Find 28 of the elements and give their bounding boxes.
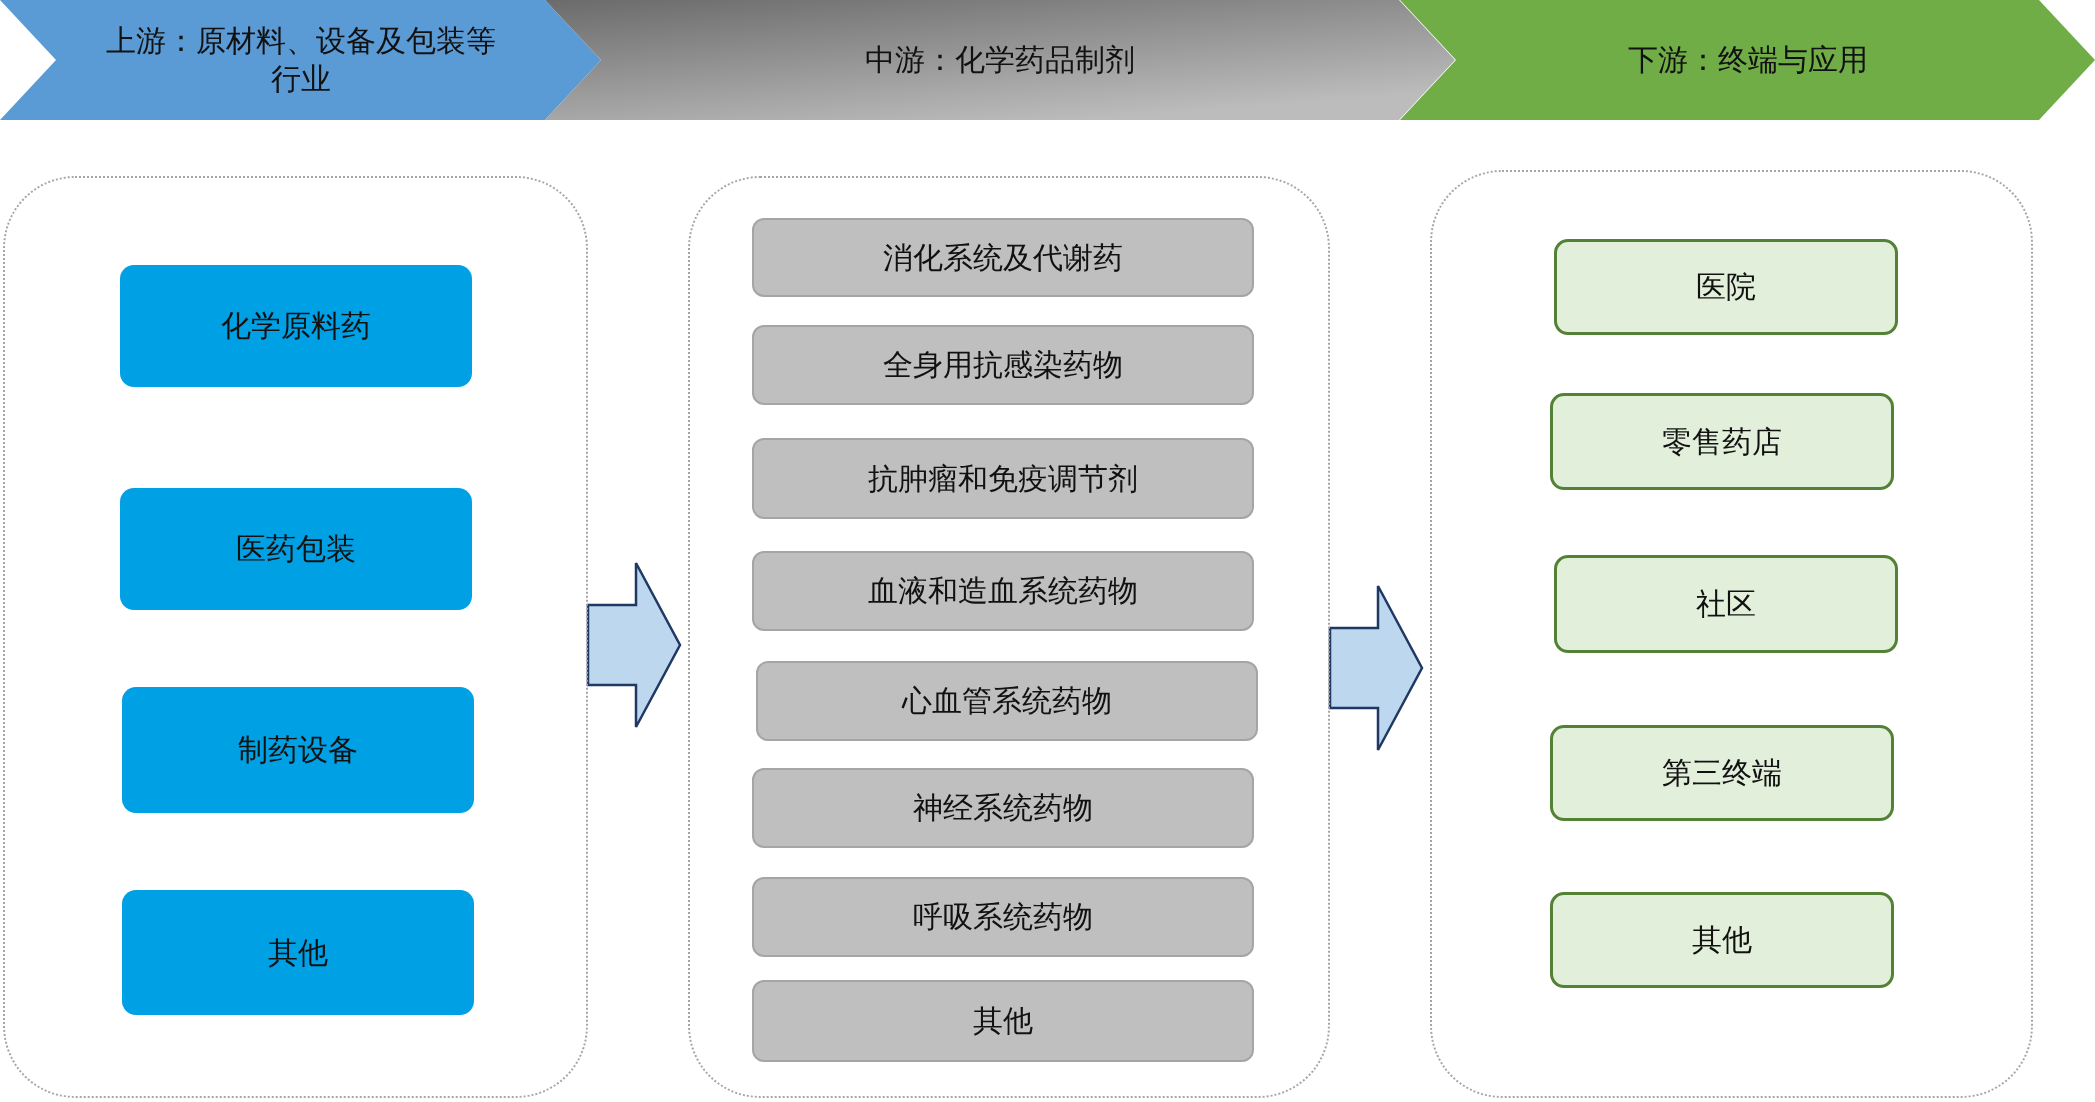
stage-heading: 中游：化学药品制剂 [865, 41, 1135, 79]
dotted-group-frame [1430, 170, 2033, 1098]
category-box: 全身用抗感染药物 [752, 325, 1254, 405]
dotted-group-frame [3, 176, 588, 1098]
category-box: 抗肿瘤和免疫调节剂 [752, 438, 1254, 519]
category-box: 化学原料药 [120, 265, 472, 387]
stage-heading: 下游：终端与应用 [1627, 41, 1868, 79]
block-arrow [1328, 584, 1424, 752]
dotted-group-frame [688, 176, 1330, 1098]
category-box: 呼吸系统药物 [752, 877, 1254, 957]
category-box: 消化系统及代谢药 [752, 218, 1254, 297]
category-box: 制药设备 [122, 687, 474, 813]
chevron-banner [0, 0, 601, 120]
category-box: 心血管系统药物 [756, 661, 1258, 741]
category-box: 其他 [122, 890, 474, 1015]
category-box: 其他 [1550, 892, 1894, 988]
chevron-banner [545, 0, 1455, 120]
category-box: 血液和造血系统药物 [752, 551, 1254, 631]
category-box: 第三终端 [1550, 725, 1894, 821]
category-box: 零售药店 [1550, 393, 1894, 490]
category-box: 其他 [752, 980, 1254, 1062]
stage-heading: 上游：原材料、设备及包装等行业 [104, 22, 497, 98]
category-box: 医院 [1554, 239, 1898, 335]
category-box: 医药包装 [120, 488, 472, 610]
category-box: 社区 [1554, 555, 1898, 653]
chevron-banner [1400, 0, 2095, 120]
block-arrow [586, 561, 682, 729]
category-box: 神经系统药物 [752, 768, 1254, 848]
